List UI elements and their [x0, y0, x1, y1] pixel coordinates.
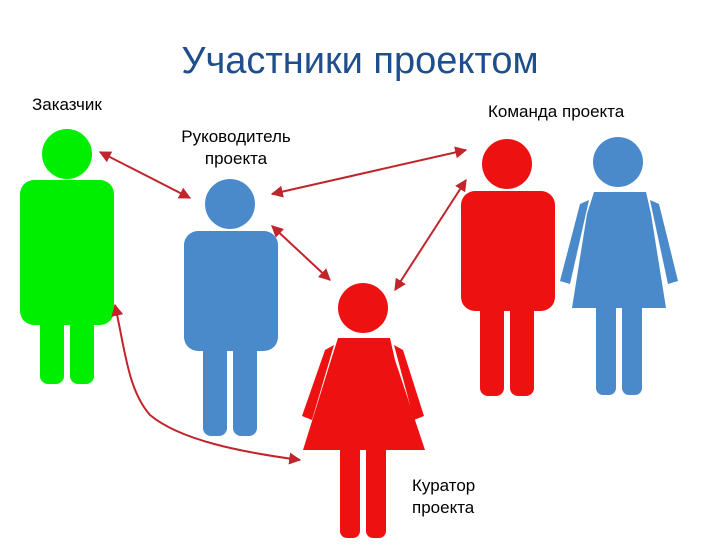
- arrow-manager-curator: [271, 225, 331, 281]
- curator-left-leg: [340, 440, 360, 538]
- team-woman-right-arm: [650, 200, 678, 284]
- label-curator-line2: проекта: [412, 498, 475, 517]
- team-man-right-leg: [510, 290, 534, 396]
- label-curator-line1: Куратор: [412, 476, 476, 495]
- customer-torso: [20, 180, 114, 325]
- curator-figure: [302, 283, 425, 538]
- curator-head: [338, 283, 388, 333]
- label-team-text: Команда проекта: [488, 102, 625, 121]
- manager-right-arm: [262, 244, 278, 324]
- label-manager: Руководитель проекта: [172, 126, 300, 170]
- team-man-left-leg: [480, 290, 504, 396]
- curator-right-arm: [394, 345, 424, 420]
- team-woman-left-arm: [560, 200, 589, 284]
- customer-left-leg: [40, 300, 64, 384]
- manager-figure: [184, 179, 278, 436]
- team-man-torso: [461, 191, 555, 311]
- curator-right-leg: [366, 440, 386, 538]
- manager-left-leg: [203, 330, 227, 436]
- customer-head: [42, 129, 92, 179]
- label-manager-line2: проекта: [204, 149, 268, 168]
- manager-head: [205, 179, 255, 229]
- customer-left-arm: [20, 195, 36, 270]
- team-man-right-arm: [539, 205, 555, 287]
- arrow-curator-team: [394, 178, 467, 292]
- label-curator: Куратор проекта: [412, 475, 475, 519]
- arrows: [98, 146, 468, 465]
- team-woman-right-leg: [622, 298, 642, 395]
- manager-left-arm: [184, 244, 200, 324]
- team-woman-left-leg: [596, 298, 616, 395]
- arrow-manager-team: [270, 146, 468, 198]
- label-customer: Заказчик: [32, 94, 102, 116]
- arrow-customer-curator: [111, 303, 302, 465]
- label-manager-line1: Руководитель: [181, 127, 291, 146]
- customer-figure: [20, 129, 114, 384]
- label-team: Команда проекта: [488, 101, 624, 123]
- diagram-title: Участники проектом: [181, 40, 539, 82]
- curator-left-arm: [302, 345, 334, 420]
- team-woman-dress: [572, 192, 666, 308]
- team-man-figure: [461, 139, 555, 396]
- team-man-left-arm: [461, 205, 477, 287]
- team-woman-figure: [560, 137, 678, 395]
- customer-right-arm: [98, 195, 114, 270]
- curator-dress: [303, 338, 425, 450]
- manager-right-leg: [233, 330, 257, 436]
- team-man-head: [482, 139, 532, 189]
- label-customer-text: Заказчик: [32, 95, 102, 114]
- customer-right-leg: [70, 300, 94, 384]
- team-woman-head: [593, 137, 643, 187]
- arrow-customer-manager: [98, 151, 192, 199]
